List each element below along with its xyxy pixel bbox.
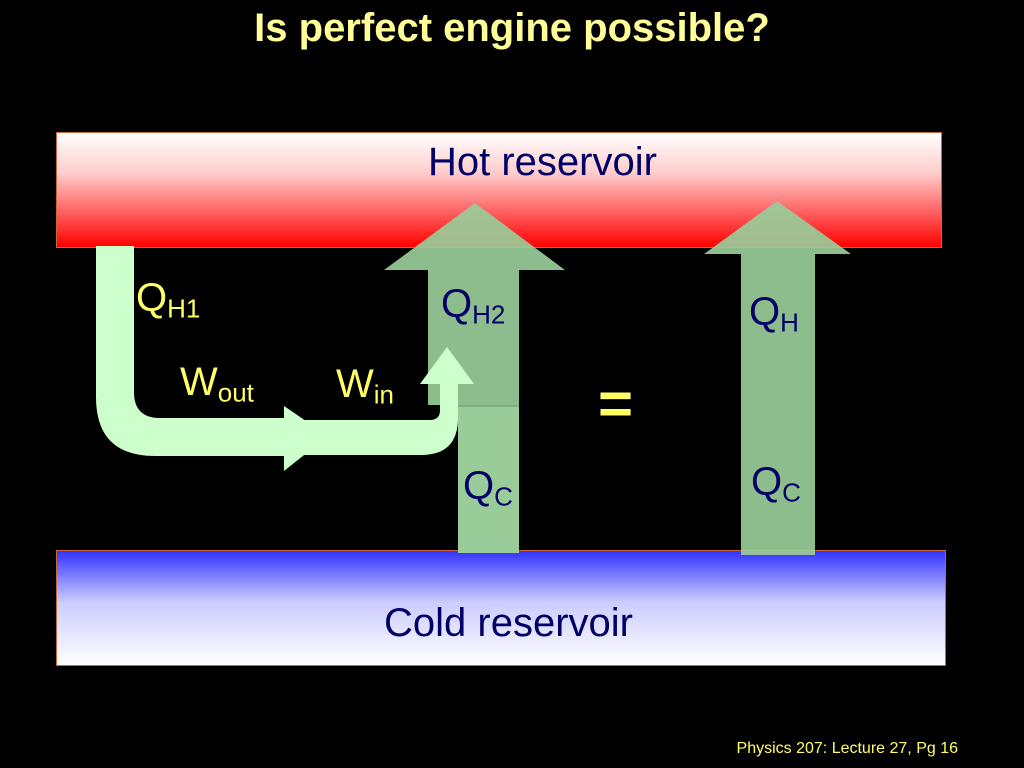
cold-reservoir-label: Cold reservoir — [384, 601, 633, 645]
win-label: Win — [336, 362, 395, 410]
qc-arrow-left — [458, 405, 519, 553]
work-out-arrow — [96, 246, 328, 471]
slide-footer: Physics 207: Lecture 27, Pg 16 — [736, 740, 958, 757]
work-in-arrow — [304, 347, 474, 455]
qh-arrow — [704, 201, 851, 555]
wout-label: Wout — [180, 360, 254, 408]
qh2-label: QH2 — [441, 282, 506, 330]
slide-title: Is perfect engine possible? — [254, 6, 770, 50]
equals-sign: = — [598, 370, 634, 437]
hot-reservoir-label: Hot reservoir — [428, 140, 657, 184]
qc-right-label: QC — [751, 460, 801, 508]
qc-left-label: QC — [463, 464, 513, 512]
qh-label: QH — [749, 290, 799, 338]
qh1-label: QH1 — [136, 276, 201, 324]
qh2-arrow — [384, 203, 565, 405]
